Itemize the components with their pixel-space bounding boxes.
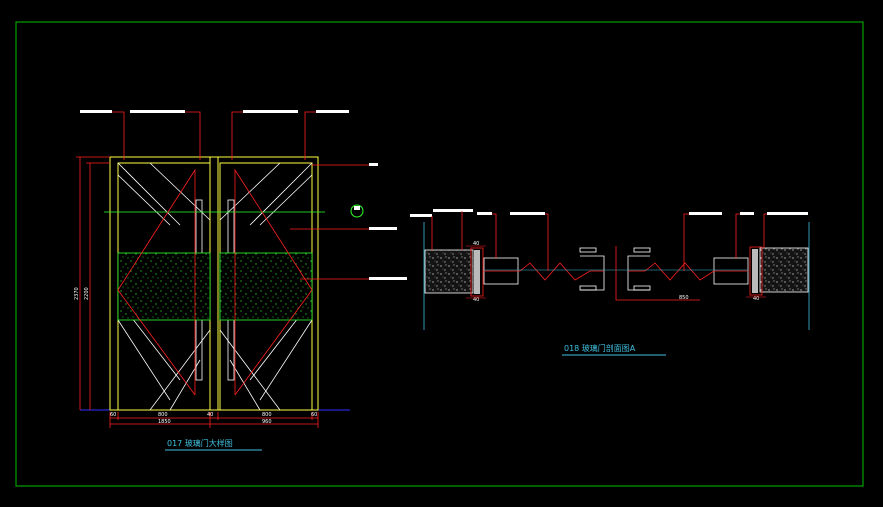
section-view: 40 40 40 850 018 玻璃门剖面图A xyxy=(410,209,810,356)
dim-total-width-right: 960 xyxy=(262,419,272,425)
dim-inner-height: 2200 xyxy=(84,287,90,300)
section-dim-bottom-left: 40 xyxy=(473,297,479,303)
dim-bottom-1: 800 xyxy=(158,412,168,418)
dim-bottom-2: 40 xyxy=(207,412,213,418)
elevation-view: 2370 2200 60 800 40 800 60 1850 960 017 … xyxy=(74,110,407,451)
drawing-border xyxy=(15,21,864,487)
section-dim-top-left: 40 xyxy=(473,241,479,247)
section-dim-bottom-right: 40 xyxy=(753,296,759,302)
dim-bottom-3: 800 xyxy=(262,412,272,418)
elevation-title: 017 玻璃门大样图 xyxy=(167,438,233,448)
dim-total-width: 1850 xyxy=(158,419,171,425)
dim-bottom-0: 60 xyxy=(110,412,116,418)
dim-total-height: 2370 xyxy=(74,287,80,300)
dim-bottom-4: 60 xyxy=(311,412,317,418)
section-dim-gap: 850 xyxy=(679,295,689,301)
section-title: 018 玻璃门剖面图A xyxy=(564,343,636,353)
